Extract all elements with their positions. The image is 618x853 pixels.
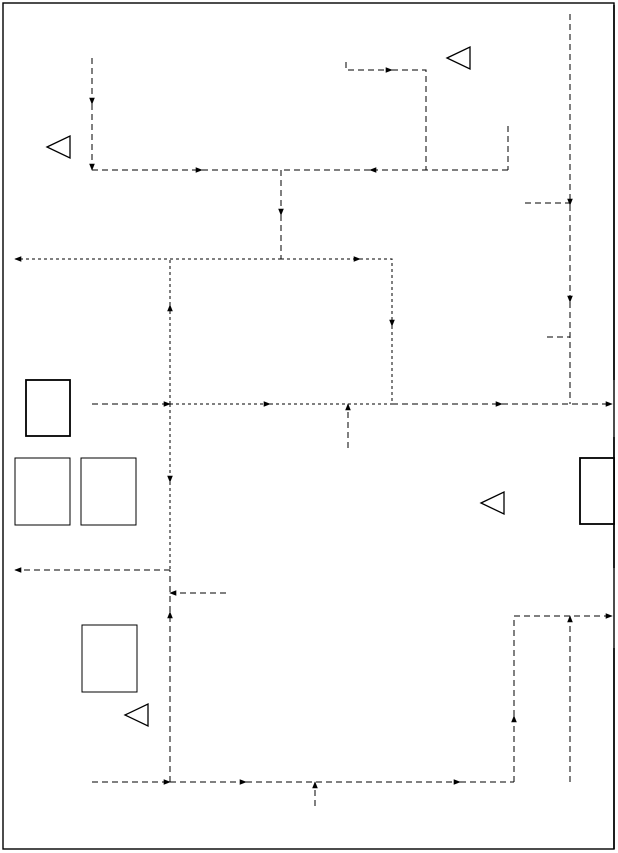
triangle-marker-icon <box>479 490 505 516</box>
triangle-marker-icon <box>123 702 149 728</box>
flow-second-right-tail <box>360 258 395 327</box>
block-left-lower <box>81 624 138 693</box>
block-left-middle-a <box>14 457 71 526</box>
flow-bottom-right-rise2 <box>513 613 613 716</box>
triangle-marker-icon <box>45 134 71 160</box>
flow-top-branch-corner <box>345 62 393 73</box>
triangle-marker-icon <box>445 45 471 71</box>
flow-top-branch-drop <box>392 69 427 170</box>
block-right-door <box>579 457 615 525</box>
block-left-upper <box>25 379 71 437</box>
block-left-middle-b <box>80 457 137 526</box>
